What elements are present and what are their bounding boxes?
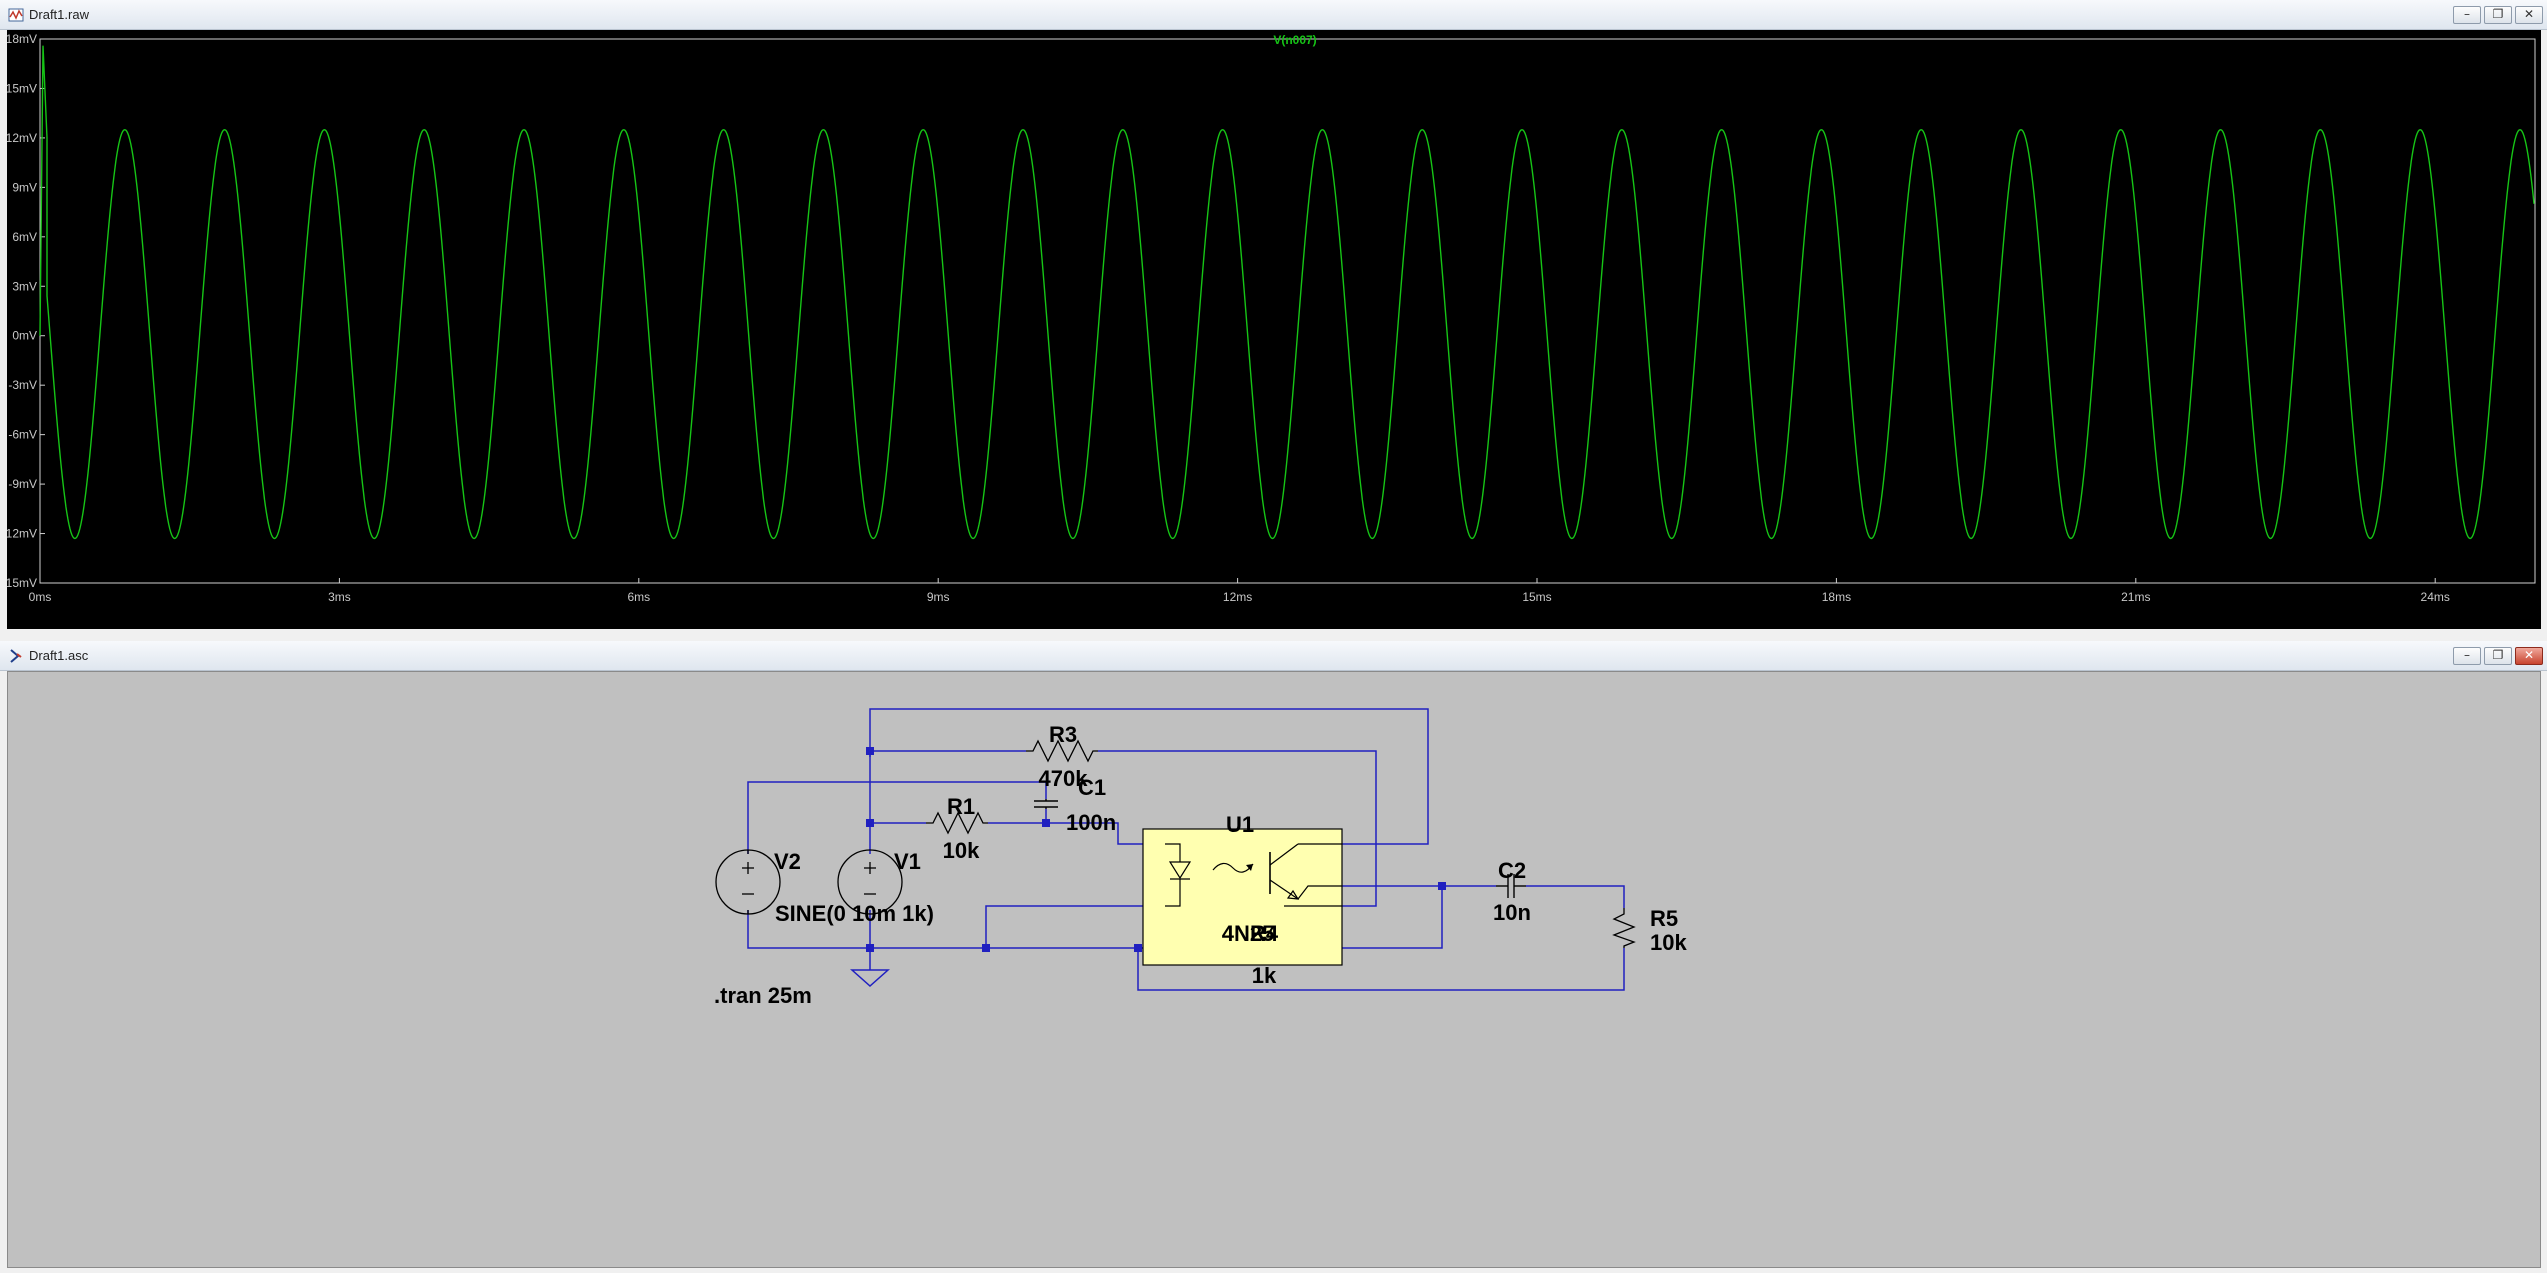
v2-value-label: SINE(0 10m 1k): [775, 901, 934, 926]
waveform-window-title: Draft1.raw: [29, 7, 89, 22]
y-tick-label: 6mV: [12, 230, 37, 244]
x-tick-label: 24ms: [2421, 590, 2450, 604]
optocoupler-u1[interactable]: [1142, 828, 1343, 966]
r5-ref-label: R5: [1650, 906, 1678, 931]
waveform-plot[interactable]: V(n007) 18mV 15mV 12mV 9mV 6mV 3mV 0mV -3mV -6mV…: [2, 30, 2541, 629]
y-tick-label: 12mV: [7, 131, 37, 145]
x-tick-label: 12ms: [1223, 590, 1252, 604]
waveform-window: Draft1.raw – ❐ ✕ V(n007) 18mV 15mV 12mV 9mV…: [0, 0, 2547, 632]
resistor-r1[interactable]: [926, 811, 988, 835]
minimize-button[interactable]: –: [2453, 6, 2481, 24]
close-button[interactable]: ✕: [2515, 6, 2543, 24]
junctions: [866, 747, 1446, 952]
c1-ref-label: C1: [1078, 775, 1106, 800]
y-tick-label: -9mV: [8, 477, 37, 491]
waveform-file-icon: [8, 8, 24, 22]
y-tick-label: -15mV: [7, 576, 37, 590]
resistor-r5[interactable]: [1612, 908, 1636, 948]
waveform-plot-pane[interactable]: V(n007) 18mV 15mV 12mV 9mV 6mV 3mV 0mV -3mV -6mV…: [2, 30, 2541, 629]
r5-value-label: 10k: [1650, 930, 1687, 955]
r1-value-label: 10k: [943, 838, 980, 863]
v2-ref-label: V2: [774, 849, 801, 874]
y-tick-label: -3mV: [8, 378, 37, 392]
restore-button[interactable]: ❐: [2484, 6, 2512, 24]
restore-button[interactable]: ❐: [2484, 647, 2512, 665]
capacitor-c2[interactable]: [1496, 874, 1526, 898]
x-tick-label: 9ms: [927, 590, 950, 604]
u1-value-label: 4N25: [1222, 921, 1275, 946]
c1-value-label: 100n: [1066, 810, 1116, 835]
y-tick-label: 15mV: [7, 81, 37, 95]
y-tick-label: 3mV: [12, 279, 37, 293]
x-tick-label: 18ms: [1822, 590, 1851, 604]
y-tick-label: -12mV: [7, 527, 37, 541]
resistor-r3[interactable]: [1026, 739, 1098, 763]
spice-directive[interactable]: .tran 25m: [714, 983, 812, 1008]
schematic-window-titlebar[interactable]: Draft1.asc – ❐ ✕: [0, 641, 2547, 671]
schematic-drawing[interactable]: R3 470k C1 100n R1 10k U1 4N25 V2 SINE(0…: [8, 672, 2540, 1267]
r4-ref-label: R4: [1250, 921, 1279, 946]
x-tick-label: 0ms: [29, 590, 52, 604]
x-tick-label: 21ms: [2121, 590, 2150, 604]
ground-icon[interactable]: [850, 969, 890, 988]
waveform-window-titlebar[interactable]: Draft1.raw – ❐ ✕: [0, 0, 2547, 30]
capacitor-c1[interactable]: [1034, 799, 1058, 809]
r4-value-label: 1k: [1252, 963, 1277, 988]
schematic-window-title: Draft1.asc: [29, 648, 89, 663]
minimize-button[interactable]: –: [2453, 647, 2481, 665]
r3-value-label: 470k: [1039, 766, 1089, 791]
trace-title[interactable]: V(n007): [1273, 33, 1316, 47]
y-tick-label: -6mV: [8, 428, 37, 442]
r3-ref-label: R3: [1049, 722, 1077, 747]
x-axis: 0ms 3ms 6ms 9ms 12ms 15ms 18ms 21ms 24ms: [29, 578, 2450, 604]
y-tick-label: 0mV: [12, 329, 37, 343]
voltage-source-v2[interactable]: [715, 849, 781, 915]
x-tick-label: 6ms: [627, 590, 650, 604]
schematic-canvas[interactable]: R3 470k C1 100n R1 10k U1 4N25 V2 SINE(0…: [7, 671, 2541, 1268]
v1-ref-label: V1: [894, 849, 921, 874]
schematic-window: Draft1.asc – ❐ ✕: [0, 641, 2547, 1273]
x-tick-label: 15ms: [1522, 590, 1551, 604]
y-tick-label: 18mV: [7, 32, 37, 46]
u1-ref-label: U1: [1226, 812, 1254, 837]
y-tick-label: 9mV: [12, 180, 37, 194]
x-tick-label: 3ms: [328, 590, 351, 604]
wires[interactable]: [747, 708, 1625, 991]
trace-v-n007[interactable]: [39, 45, 2535, 540]
r1-ref-label: R1: [947, 794, 975, 819]
schematic-file-icon: [10, 649, 22, 663]
voltage-source-v1[interactable]: [837, 849, 903, 915]
close-button[interactable]: ✕: [2515, 647, 2543, 665]
y-axis: 18mV 15mV 12mV 9mV 6mV 3mV 0mV -3mV -6mV -9mV -12m…: [2, 32, 45, 590]
c2-ref-label: C2: [1498, 858, 1526, 883]
c2-value-label: 10n: [1493, 900, 1531, 925]
